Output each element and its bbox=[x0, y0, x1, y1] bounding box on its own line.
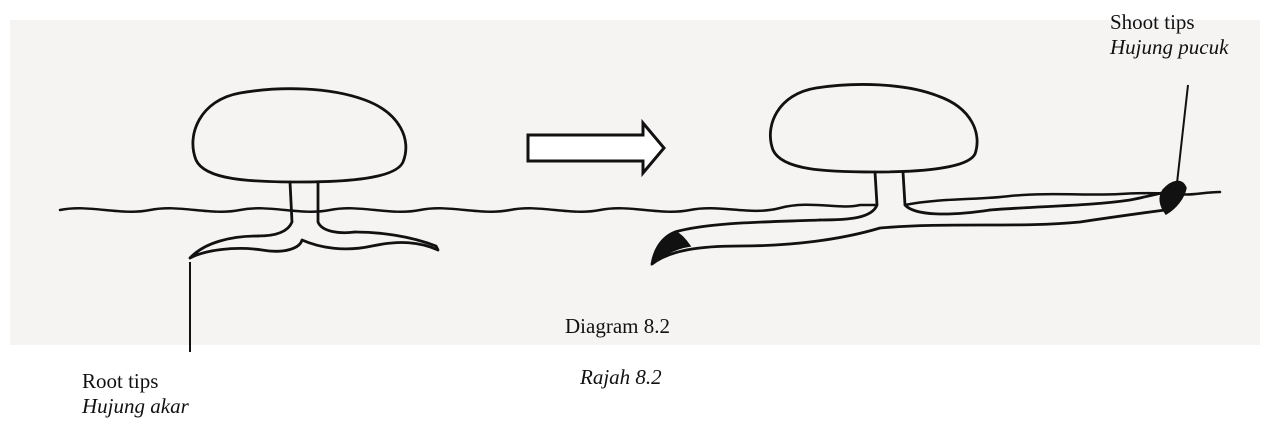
shoot-tips-label-english: Shoot tips bbox=[1110, 10, 1228, 35]
diagram-caption-malay: Rajah 8.2 bbox=[580, 365, 662, 390]
shoot-tips-label-malay: Hujung pucuk bbox=[1110, 35, 1228, 60]
root-tips-label-english: Root tips bbox=[82, 369, 189, 394]
root-tips-label-malay: Hujung akar bbox=[82, 394, 189, 419]
paper-background bbox=[10, 20, 1260, 345]
diagram-caption-english: Diagram 8.2 bbox=[565, 314, 670, 339]
root-tips-label: Root tips Hujung akar bbox=[82, 369, 189, 419]
shoot-tips-label: Shoot tips Hujung pucuk bbox=[1110, 10, 1228, 60]
